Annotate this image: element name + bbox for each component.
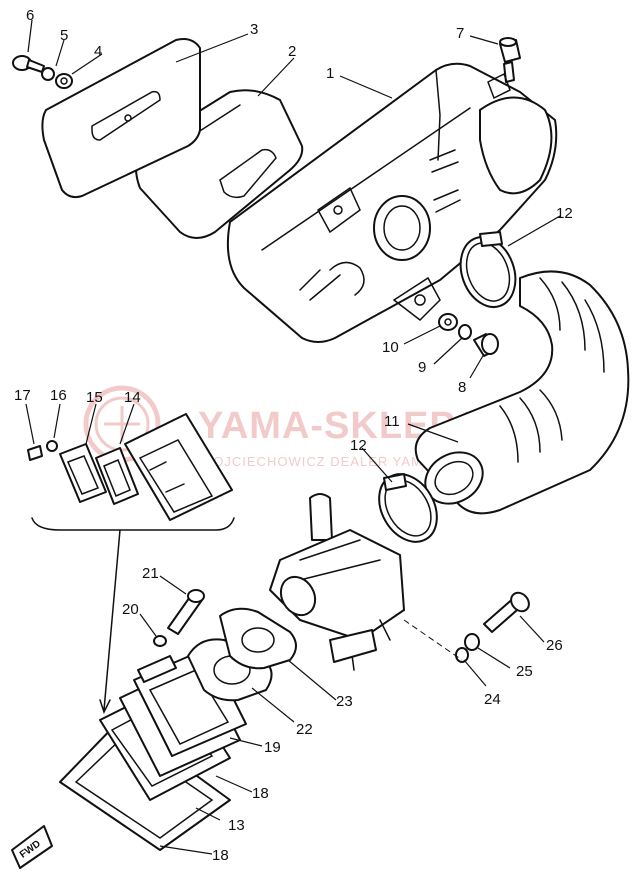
carburetor [269, 493, 405, 671]
cap-part-7 [487, 37, 521, 100]
bolt-part-8 [473, 333, 499, 357]
bolt-part-26 [483, 591, 530, 633]
washer-part-25 [464, 633, 480, 651]
lock-washer-part-5 [41, 67, 55, 81]
hose-clamp-part-12-upper [459, 231, 517, 308]
callout-6: 6 [26, 7, 34, 24]
cover-plate-part-3 [41, 38, 201, 199]
washer-part-4 [55, 73, 73, 89]
intake-boot-part-11 [414, 270, 630, 515]
washer-part-9 [458, 324, 472, 340]
air-box-part-1 [226, 62, 558, 343]
callout-3: 3 [250, 21, 258, 38]
callout-23: 23 [336, 693, 353, 710]
callout-5: 5 [60, 27, 68, 44]
alignment-line [403, 619, 463, 661]
reed-manifold-stack [59, 589, 297, 851]
leader-lines [25, 19, 561, 855]
screw-part-6 [12, 55, 45, 73]
hose-clamp-part-12-lower [378, 473, 438, 543]
callout-14: 14 [124, 389, 141, 406]
callout-4: 4 [94, 43, 102, 60]
callout-7: 7 [456, 25, 464, 42]
callout-15: 15 [86, 389, 103, 406]
callout-18-bottom: 18 [212, 847, 229, 864]
washer-part-10 [438, 313, 458, 331]
washer-part-24 [455, 647, 469, 663]
callout-11: 11 [384, 413, 400, 430]
callout-9: 9 [418, 359, 426, 376]
fwd-marker: FWD [11, 825, 53, 869]
callout-19: 19 [264, 739, 281, 756]
reed-valve-inset [27, 413, 235, 714]
callout-21: 21 [142, 565, 159, 582]
callout-24: 24 [484, 691, 501, 708]
callout-12-lower: 12 [350, 437, 367, 454]
watermark-subtitle: WOJCIECHOWICZ DEALER YAMAHA [200, 454, 453, 469]
callout-18-middle: 18 [252, 785, 269, 802]
callout-2: 2 [288, 43, 296, 60]
callout-13: 13 [228, 817, 245, 834]
callout-17: 17 [14, 387, 31, 404]
callout-26: 26 [546, 637, 563, 654]
callout-22: 22 [296, 721, 313, 738]
watermark: YAMA-SKLEP.PL WOJCIECHOWICZ DEALER YAMAH… [83, 385, 512, 469]
callout-labels: 1 2 3 4 5 6 7 8 9 10 11 12 12 13 14 15 1… [14, 7, 573, 864]
callout-10: 10 [382, 339, 399, 356]
callout-8: 8 [458, 379, 466, 396]
callout-25: 25 [516, 663, 533, 680]
callout-12-upper: 12 [556, 205, 573, 222]
callout-20: 20 [122, 601, 139, 618]
callout-16: 16 [50, 387, 67, 404]
callout-1: 1 [326, 65, 334, 82]
